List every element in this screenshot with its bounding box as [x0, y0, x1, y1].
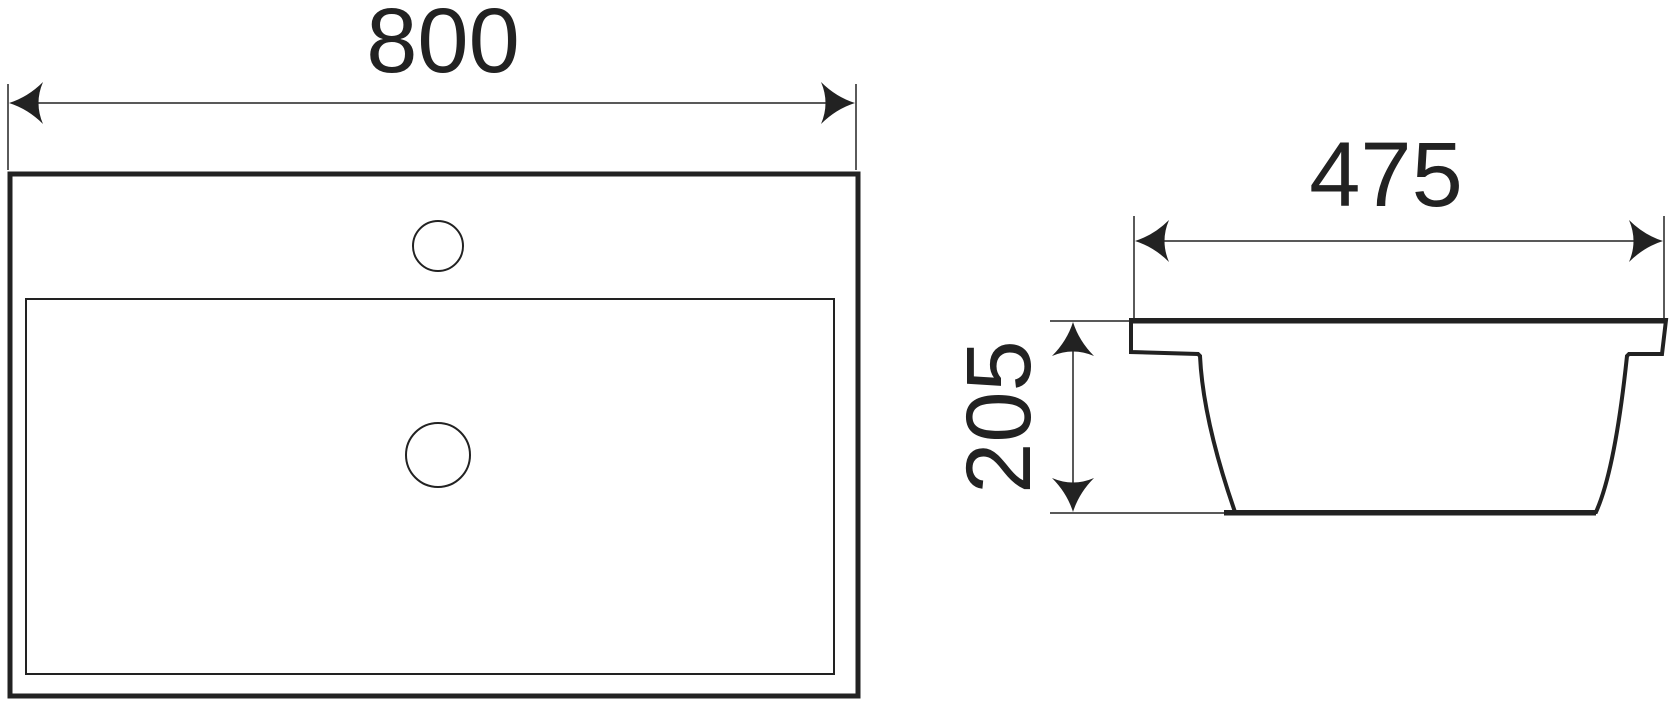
side-height-arrow-top [1052, 322, 1094, 356]
top-view: 800 [7, 0, 861, 699]
side-width-label: 475 [1309, 124, 1463, 226]
faucet-hole [412, 220, 464, 272]
basin-profile [1129, 318, 1669, 514]
top-width-label: 800 [366, 0, 520, 92]
basin-outline [7, 171, 861, 699]
side-height-label: 205 [948, 340, 1050, 494]
side-width-arrow-left [1135, 220, 1169, 262]
side-view: 475 205 [948, 124, 1669, 516]
side-height-arrow-bottom [1052, 478, 1094, 512]
basin-opening [25, 298, 835, 675]
side-width-arrow-right [1629, 220, 1663, 262]
top-width-arrow-right [821, 82, 855, 124]
drain-hole [405, 422, 471, 488]
top-width-arrow-left [9, 82, 43, 124]
